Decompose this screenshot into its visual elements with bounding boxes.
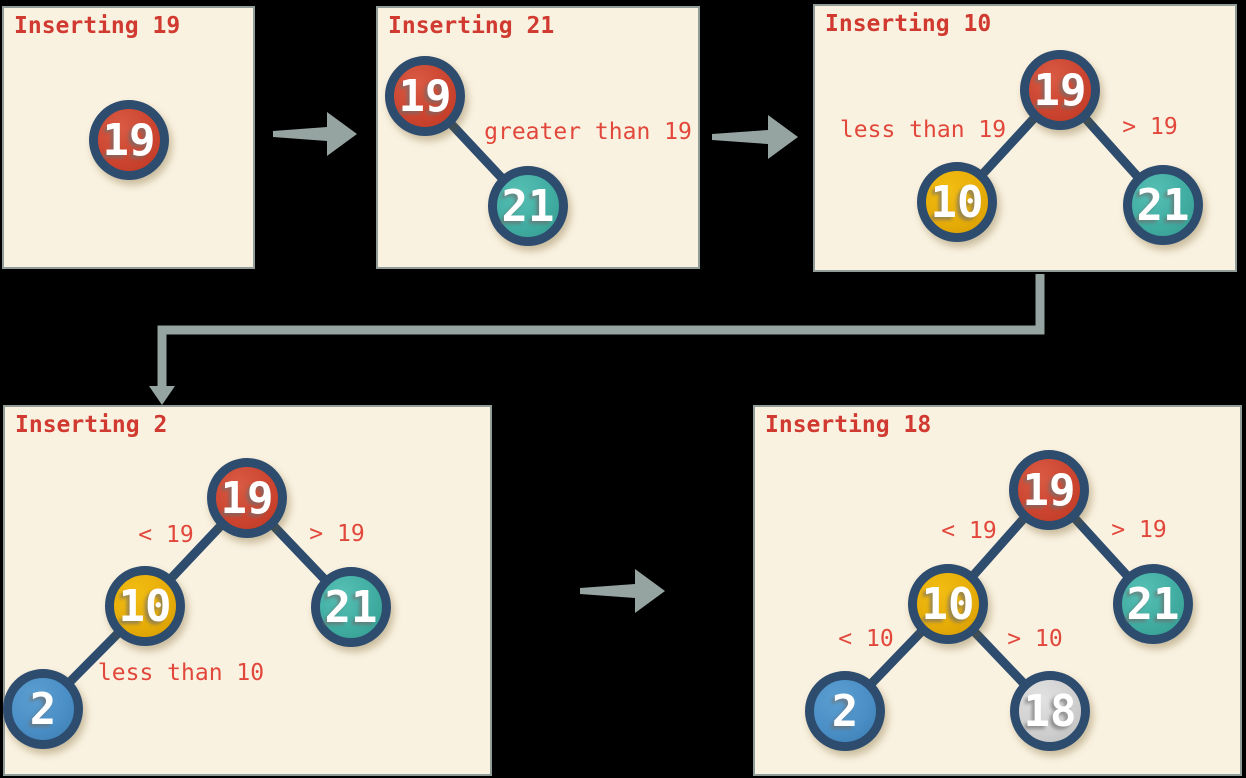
- tree-node-10: 10: [105, 566, 185, 646]
- comparison-label: less than 10: [97, 660, 265, 686]
- comparison-label: greater than 19: [484, 119, 692, 145]
- tree-node-2: 2: [3, 669, 83, 749]
- tree-node-19: 19: [207, 458, 287, 538]
- comparison-label: < 19: [138, 522, 194, 548]
- tree-node-10: 10: [917, 162, 997, 242]
- arrow-step1-to-step2-icon: [273, 112, 357, 156]
- comparison-label: > 10: [1007, 626, 1063, 652]
- arrow-step3-to-step4: [157, 274, 1045, 388]
- comparison-label: > 19: [1111, 517, 1167, 543]
- tree-node-2: 2: [805, 671, 885, 751]
- comparison-label: > 19: [1122, 114, 1178, 140]
- panel-title: Inserting 18: [765, 412, 932, 438]
- arrow-step4-to-step5-icon: [580, 569, 665, 613]
- panel-title: Inserting 10: [825, 11, 992, 37]
- panel-inserting-19: Inserting 19: [2, 6, 255, 269]
- panel-title: Inserting 19: [14, 13, 181, 39]
- tree-node-18: 18: [1010, 671, 1090, 751]
- panel-title: Inserting 2: [15, 412, 168, 438]
- comparison-label: < 19: [941, 518, 997, 544]
- tree-node-10: 10: [908, 564, 988, 644]
- tree-node-21: 21: [311, 567, 391, 647]
- tree-node-19: 19: [1009, 450, 1089, 530]
- panel-title: Inserting 21: [388, 13, 555, 39]
- comparison-label: < 10: [838, 626, 894, 652]
- arrow-step2-to-step3-icon: [712, 115, 798, 159]
- tree-node-21: 21: [1113, 564, 1193, 644]
- tree-node-19: 19: [89, 100, 169, 180]
- comparison-label: less than 19: [839, 117, 1007, 143]
- comparison-label: > 19: [309, 521, 365, 547]
- tree-node-21: 21: [1123, 165, 1203, 245]
- tree-node-21: 21: [488, 166, 568, 246]
- tree-node-19: 19: [385, 56, 465, 136]
- tree-node-19: 19: [1020, 50, 1100, 130]
- arrow-step3-to-step4-head-icon: [149, 386, 175, 405]
